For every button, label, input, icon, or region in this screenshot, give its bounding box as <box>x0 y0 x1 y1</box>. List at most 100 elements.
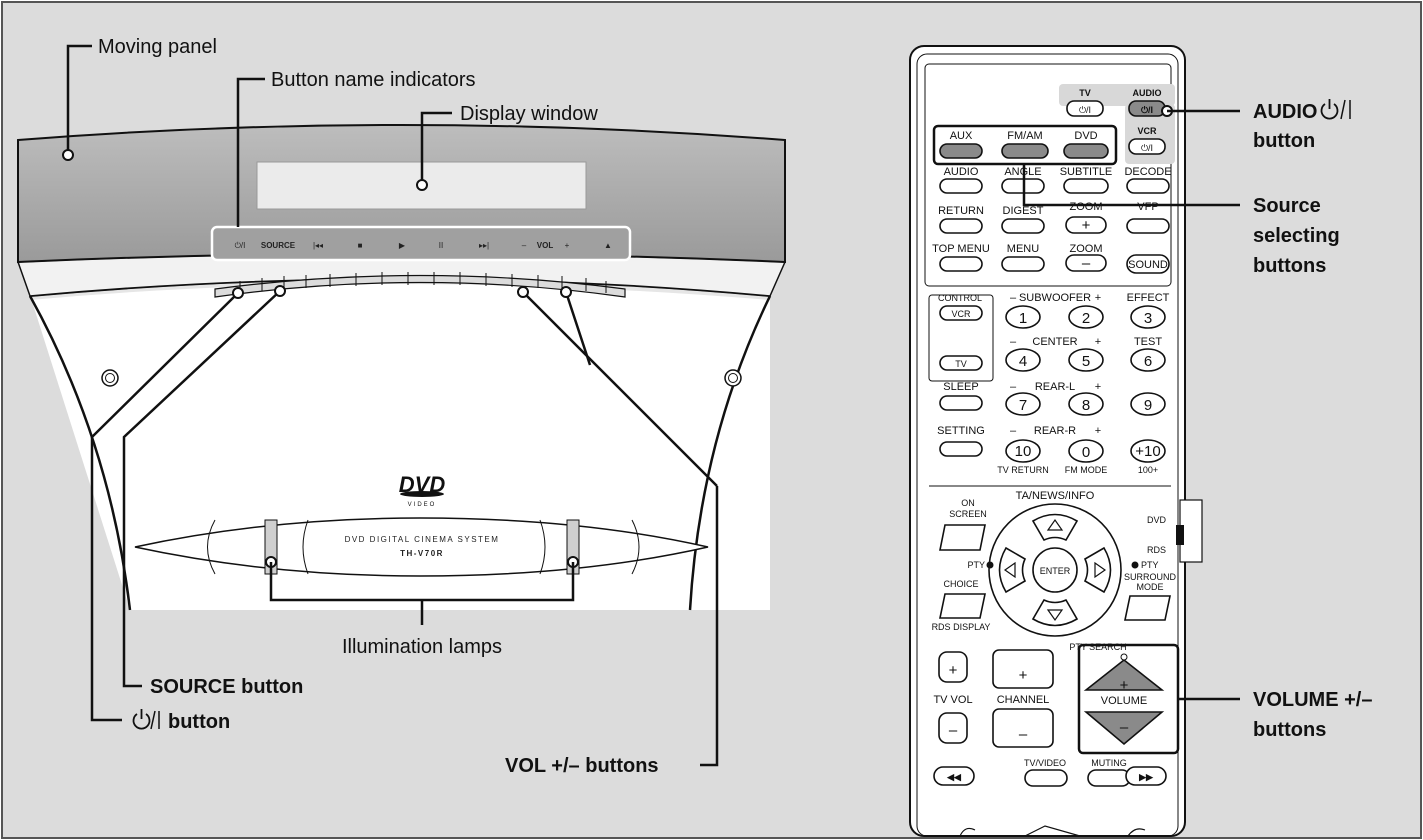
unit-callout-lines <box>62 44 719 767</box>
menu-button[interactable] <box>1001 256 1045 272</box>
svg-text:PTY: PTY <box>967 560 985 570</box>
tv-vol-minus-button[interactable] <box>938 712 968 744</box>
svg-text:CHOICE: CHOICE <box>943 579 978 589</box>
fast-forward-button[interactable] <box>1125 766 1167 786</box>
svg-text:VFP: VFP <box>1137 201 1158 213</box>
sleep-button[interactable] <box>939 395 983 411</box>
svg-text:+: + <box>1095 425 1101 437</box>
svg-text:⏻/I: ⏻/I <box>1141 143 1153 153</box>
key-5[interactable] <box>1068 348 1104 372</box>
svg-text:MUTING: MUTING <box>1091 758 1127 768</box>
key-2[interactable] <box>1068 305 1104 329</box>
svg-text:–: – <box>1010 292 1017 304</box>
muting-button[interactable] <box>1087 769 1131 787</box>
svg-text:TV/VIDEO: TV/VIDEO <box>1024 758 1066 768</box>
volume-plus-button[interactable] <box>1083 658 1165 691</box>
numeric-keys: 1 2 3 CENTER – + TEST 4 5 6 SLEEP REAR-L… <box>937 305 1166 475</box>
volume-minus-button[interactable] <box>1083 711 1165 746</box>
choice-button[interactable] <box>939 593 986 619</box>
digest-button[interactable] <box>1001 218 1045 234</box>
key-3[interactable] <box>1130 305 1166 329</box>
nav-down-button[interactable] <box>1031 598 1079 627</box>
setting-button[interactable] <box>939 441 983 457</box>
svg-text:SETTING: SETTING <box>937 425 985 437</box>
svg-text:⏻/I: ⏻/I <box>1079 105 1091 115</box>
svg-text:buttons: buttons <box>1253 255 1326 277</box>
control-tv-button[interactable] <box>939 355 983 371</box>
key-0[interactable] <box>1068 439 1104 463</box>
svg-text:FM MODE: FM MODE <box>1065 465 1108 475</box>
callout-audio-button: AUDIO button <box>1253 99 1351 152</box>
decode-button[interactable] <box>1126 178 1170 194</box>
svg-text:SURROUND: SURROUND <box>1124 572 1177 582</box>
svg-text:5: 5 <box>1082 353 1090 370</box>
enter-button[interactable] <box>1032 547 1078 593</box>
svg-text:3: 3 <box>1144 310 1152 327</box>
control-vcr-button[interactable] <box>939 305 983 321</box>
zoom-plus-button[interactable] <box>1065 216 1107 234</box>
key-8[interactable] <box>1068 392 1104 416</box>
audio-key-button[interactable] <box>939 178 983 194</box>
channel-plus-button[interactable] <box>992 649 1054 689</box>
svg-text:MENU: MENU <box>1007 243 1039 255</box>
return-button[interactable] <box>939 218 983 234</box>
svg-text:VOLUME: VOLUME <box>1101 695 1147 707</box>
key-7[interactable] <box>1005 392 1041 416</box>
svg-text:–: – <box>1010 381 1017 393</box>
key-10[interactable] <box>1005 439 1041 463</box>
dvd-button[interactable] <box>1063 143 1109 159</box>
vfp-button[interactable] <box>1126 218 1170 234</box>
callout-display-window: Display window <box>460 103 598 125</box>
svg-text:CONTROL: CONTROL <box>938 293 982 303</box>
svg-text:–: – <box>949 722 958 739</box>
fm-am-button[interactable] <box>1001 143 1049 159</box>
panel-indicator-labels: ⏻/I SOURCE |◂◂ ■ ▶ II ▸▸| – VOL + ▲ <box>235 241 612 250</box>
key-9[interactable] <box>1130 392 1166 416</box>
tv-video-button[interactable] <box>1024 769 1068 787</box>
sound-button[interactable] <box>1126 254 1170 274</box>
svg-text:AUDIO: AUDIO <box>1253 101 1317 123</box>
svg-text:+: + <box>1095 292 1101 304</box>
key-4[interactable] <box>1005 348 1041 372</box>
top-menu-button[interactable] <box>939 256 983 272</box>
svg-text:–: – <box>522 241 527 250</box>
svg-text:1: 1 <box>1019 310 1027 327</box>
svg-text:Source: Source <box>1253 195 1321 217</box>
svg-text:VCR: VCR <box>951 309 971 319</box>
nav-right-button[interactable] <box>1083 546 1112 594</box>
svg-text:TV: TV <box>1079 88 1091 98</box>
svg-text:+: + <box>1095 336 1101 348</box>
on-screen-button[interactable] <box>939 524 986 551</box>
svg-text:SUBWOOFER: SUBWOOFER <box>1019 292 1091 304</box>
rewind-button[interactable] <box>933 766 975 786</box>
svg-text:8: 8 <box>1082 397 1090 414</box>
key-6[interactable] <box>1130 348 1166 372</box>
tv-vol-plus-button[interactable] <box>938 651 968 683</box>
key-plus-10[interactable] <box>1130 439 1166 463</box>
key-1[interactable] <box>1005 305 1041 329</box>
svg-text:TV VOL: TV VOL <box>933 694 972 706</box>
svg-text:SOURCE: SOURCE <box>261 241 296 250</box>
tv-power-button[interactable] <box>1066 100 1104 117</box>
svg-text:10: 10 <box>1015 443 1032 460</box>
svg-text:+: + <box>1120 677 1129 694</box>
subtitle-button[interactable] <box>1063 178 1109 194</box>
zoom-minus-button[interactable] <box>1065 254 1107 272</box>
nav-left-button[interactable] <box>998 546 1027 594</box>
svg-text:▶: ▶ <box>399 241 406 250</box>
svg-text:TH-V70R: TH-V70R <box>400 549 444 558</box>
aux-button[interactable] <box>939 143 983 159</box>
surround-mode-button[interactable] <box>1124 595 1171 621</box>
svg-text:+: + <box>565 241 570 250</box>
svg-text:buttons: buttons <box>1253 719 1326 741</box>
svg-text:AUDIO: AUDIO <box>944 166 979 178</box>
nav-up-button[interactable] <box>1031 513 1079 542</box>
callout-button-name-indicators: Button name indicators <box>271 69 476 91</box>
channel-minus-button[interactable] <box>992 708 1054 748</box>
svg-text:–: – <box>1010 336 1017 348</box>
svg-text:ZOOM: ZOOM <box>1070 201 1103 213</box>
power-icon <box>132 709 160 730</box>
svg-text:SUBTITLE: SUBTITLE <box>1060 166 1113 178</box>
vcr-power-button[interactable] <box>1128 138 1166 155</box>
svg-text:2: 2 <box>1082 310 1090 327</box>
